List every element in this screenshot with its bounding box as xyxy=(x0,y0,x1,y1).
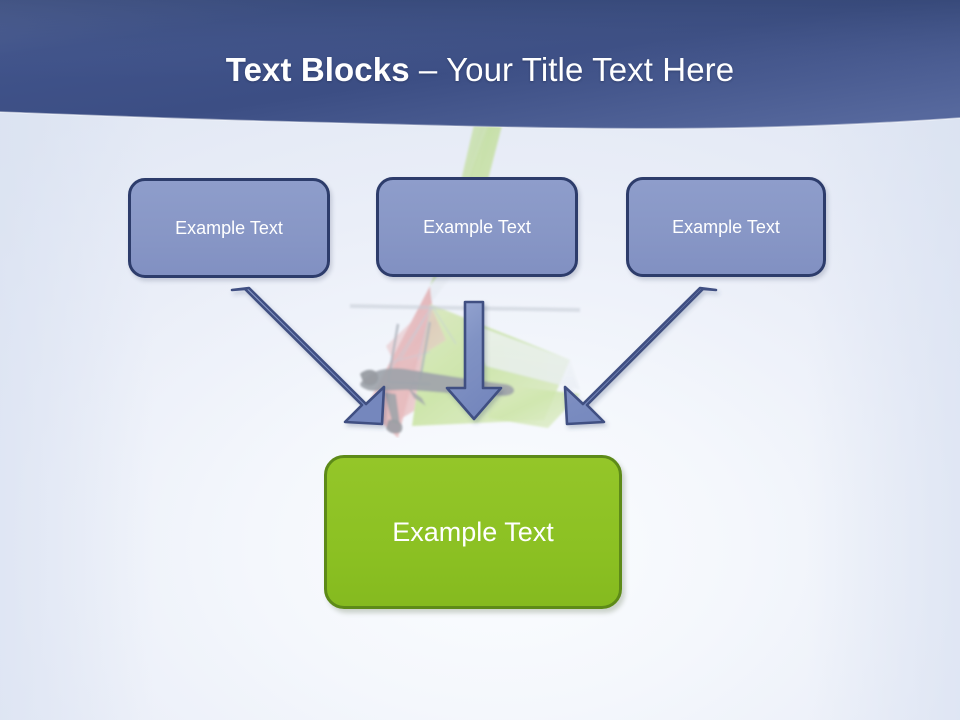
text-block-2[interactable]: Example Text xyxy=(376,177,578,277)
text-block-1-label: Example Text xyxy=(175,217,283,238)
result-block-label: Example Text xyxy=(392,516,554,547)
page-title-bold: Text Blocks xyxy=(225,51,410,88)
text-block-2-label: Example Text xyxy=(423,216,531,237)
text-block-3[interactable]: Example Text xyxy=(626,177,826,277)
page-title-light: Your Title Text Here xyxy=(446,51,735,88)
text-block-3-label: Example Text xyxy=(672,216,780,237)
page-title-separator: – xyxy=(409,51,447,88)
title-banner xyxy=(0,0,960,150)
page-title: Text Blocks – Your Title Text Here xyxy=(0,50,960,90)
result-block[interactable]: Example Text xyxy=(324,455,622,609)
text-block-1[interactable]: Example Text xyxy=(128,178,330,278)
